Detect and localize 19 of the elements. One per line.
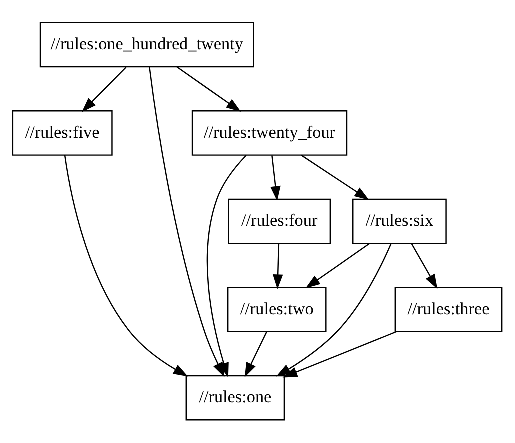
node-box: //rules:twenty_four: [192, 110, 348, 156]
arrow: [282, 331, 397, 378]
arrow: [64, 155, 188, 377]
arrow: [411, 244, 438, 290]
arrow: [82, 66, 127, 112]
arrow: [306, 243, 370, 289]
arrow: [270, 156, 281, 202]
node-box: //rules:six: [352, 198, 447, 244]
node-box: //rules:one_hundred_twenty: [40, 22, 254, 68]
node-box: //rules:three: [394, 287, 503, 332]
node-box: //rules:five: [12, 110, 113, 156]
node-box: //rules:one: [186, 375, 286, 421]
arrow: [276, 244, 392, 377]
node-box: //rules:two: [227, 287, 327, 332]
arrow: [272, 244, 284, 290]
arrow: [301, 154, 370, 200]
arrow: [244, 332, 268, 378]
node-box: //rules:four: [228, 198, 332, 244]
arrow: [176, 66, 242, 112]
